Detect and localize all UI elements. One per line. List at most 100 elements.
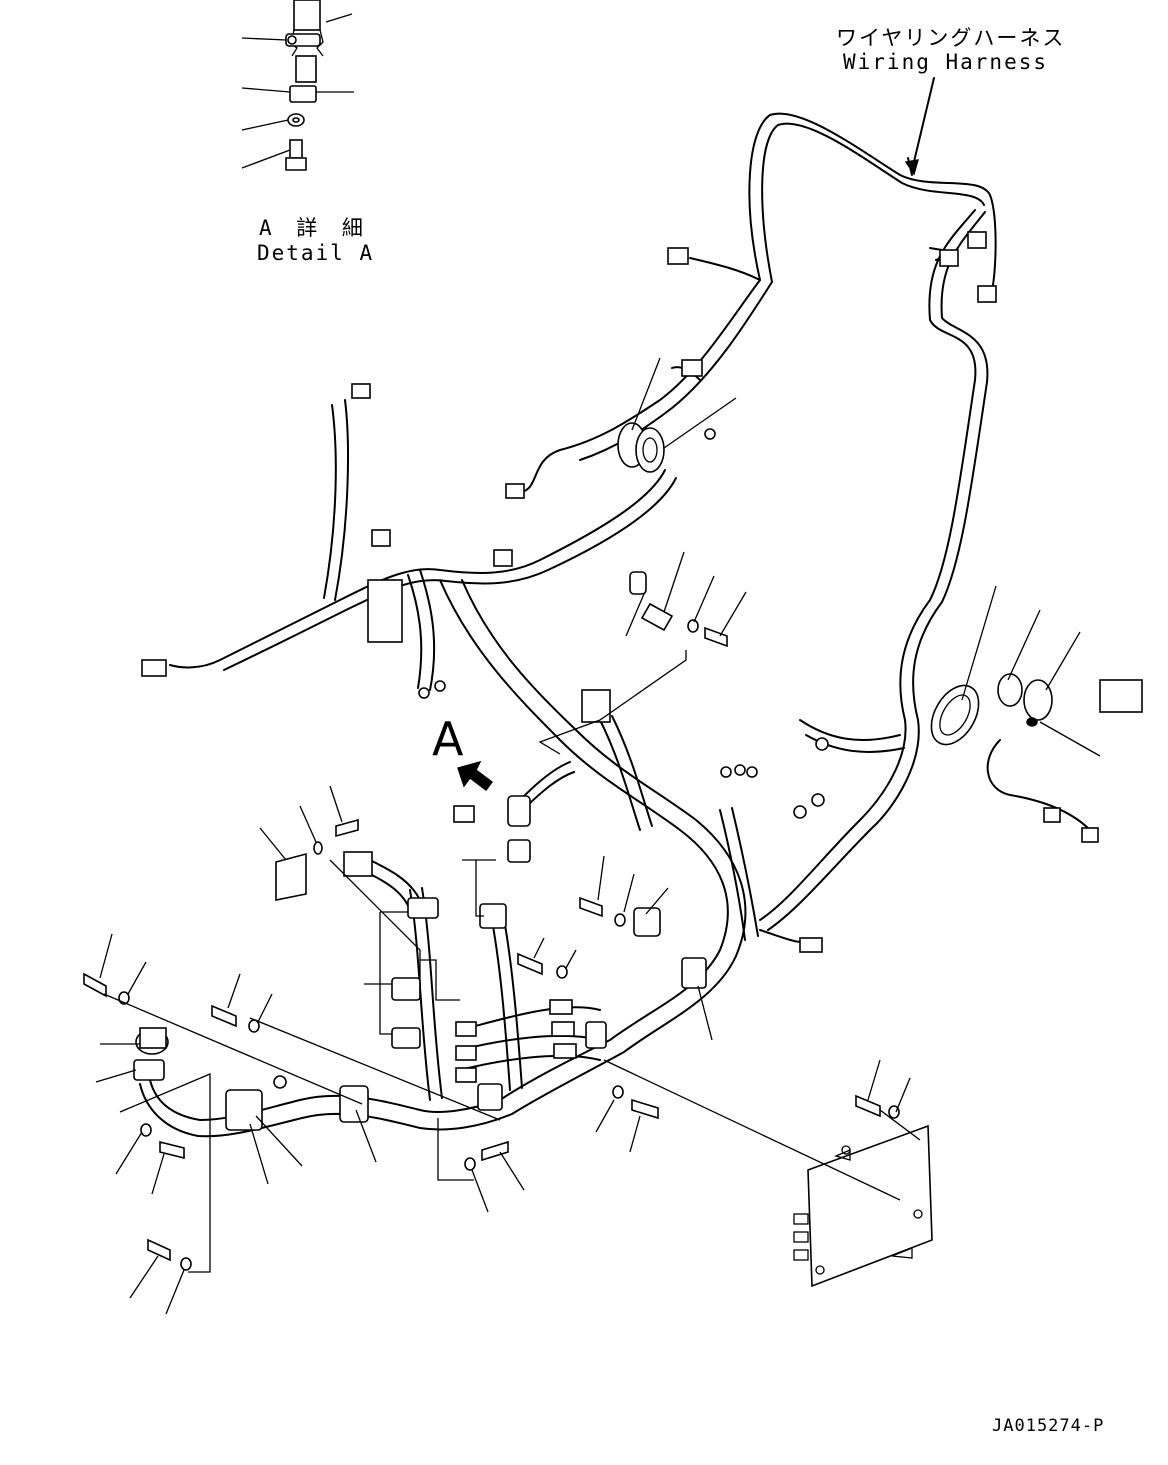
leader-bracket-lower-mid <box>437 1118 474 1181</box>
leader-bracket-lower-left <box>119 1073 211 1273</box>
ring-terminal-8 <box>793 805 807 819</box>
detail-a-clip <box>289 85 317 103</box>
right-cable <box>799 719 905 753</box>
grommet-right-large-inner <box>939 694 971 736</box>
clamp-loose <box>629 571 647 595</box>
leader-upper-parts <box>625 551 747 637</box>
ring-terminal-3 <box>704 428 716 440</box>
leader-left-bolts <box>99 933 273 1023</box>
leader-controller-bolt <box>867 1059 911 1113</box>
detail-a-harness-lower <box>295 55 317 83</box>
bolt-upper-left <box>335 818 359 838</box>
leader-center-parts <box>597 855 669 915</box>
leader-right-clamp <box>697 985 713 1041</box>
leader-clamp-group-left <box>364 911 408 1035</box>
assembly-line-controller <box>603 1059 921 1201</box>
washer-lower-left <box>140 1123 152 1137</box>
clamp-loose-2 <box>633 907 661 937</box>
controller-plate <box>807 1124 933 1288</box>
grommets <box>617 422 1053 746</box>
bolt-far-left <box>83 972 107 998</box>
right-descending-harness <box>759 209 977 921</box>
upper-harness-loop-inner <box>761 122 985 283</box>
connector-multi-1 <box>455 1021 477 1037</box>
detail-a-inset <box>241 0 354 171</box>
clamp-multi-bracket <box>585 1021 607 1049</box>
drawing-code: JA015274-P <box>992 1416 1105 1436</box>
center-branch <box>599 715 653 831</box>
controller-bracket <box>793 1124 933 1288</box>
harness-label-english: Wiring Harness <box>843 50 1049 74</box>
connector-grommet-left <box>505 483 525 499</box>
ring-terminal-4 <box>815 737 829 751</box>
leader-bottom-left <box>129 1255 185 1315</box>
central-harness-left-run-outer <box>223 477 677 671</box>
washer-center <box>614 913 626 927</box>
main-harness-run-outer <box>139 579 747 1138</box>
view-marker-label: A <box>432 712 464 766</box>
grommet-right-small <box>997 673 1023 707</box>
harness-label-arrow-line <box>911 77 935 171</box>
clamp-upper-left <box>407 897 439 919</box>
washer-left <box>248 1019 260 1033</box>
connector-far-left <box>141 659 167 677</box>
washer-lower-mid <box>464 1157 476 1171</box>
detail-a-bolt-head <box>285 157 307 171</box>
lower-right-branch <box>986 739 1091 831</box>
controller-slot-3 <box>793 1249 809 1261</box>
bolt-bottom-left <box>147 1238 171 1262</box>
bolt-center <box>579 896 603 918</box>
connector-upper-mid <box>681 359 703 377</box>
bolt-lower-left <box>159 1140 185 1160</box>
connector-multi-3 <box>455 1067 477 1083</box>
detail-a-clamp-hole <box>287 35 297 45</box>
washer-center-lower <box>556 965 568 979</box>
bolt-center-lower <box>517 952 543 976</box>
washer-upper-left <box>313 841 323 855</box>
detail-label-english: Detail A <box>257 241 375 265</box>
detail-a-harness-tube <box>293 0 321 31</box>
connector-upper-left <box>343 851 373 877</box>
bolt-upper <box>704 626 728 648</box>
connector-multi-5 <box>551 1021 575 1037</box>
ring-terminal-10 <box>273 1075 287 1089</box>
washer-lower-center <box>612 1085 624 1099</box>
leader-upper-left-bracket <box>259 785 343 861</box>
multi-connector-wires <box>459 1006 601 1071</box>
connector-multi-6 <box>553 1043 577 1059</box>
washer-upper <box>687 619 699 633</box>
ring-terminals <box>273 428 829 1089</box>
clamp-right-main <box>681 957 707 989</box>
grommet-right-ring <box>1023 679 1053 721</box>
controller-hole-2 <box>913 1209 923 1219</box>
grommet-lower-left-body <box>139 1027 167 1049</box>
connector-left-top <box>351 383 371 399</box>
grommet-upper-2-inner <box>642 437 658 463</box>
terminal-branch <box>719 807 759 941</box>
ring-terminal-9 <box>811 793 825 807</box>
connector-top-right-2 <box>967 231 987 249</box>
detail-a-washer-hole <box>292 117 300 123</box>
ring-terminal-5 <box>734 764 746 776</box>
bolt-controller <box>855 1094 881 1118</box>
leader-lower-center <box>595 1099 641 1153</box>
grommet-upper-2 <box>635 427 665 473</box>
bolt-lower-center <box>631 1098 659 1120</box>
washer-bottom-left <box>180 1257 192 1271</box>
bolt-left <box>211 1004 237 1028</box>
detail-a-leader-lines <box>241 13 354 169</box>
connector-center <box>581 689 611 723</box>
left-vertical-branch <box>323 399 349 601</box>
leader-lower-left-grommet <box>95 1043 140 1083</box>
wiring-harness-bundle <box>139 112 1091 1138</box>
connector-lower-right-2 <box>1081 827 1099 843</box>
ring-terminal-branch <box>407 569 436 691</box>
connector-center-top <box>493 549 513 567</box>
connector-left-mid <box>371 529 391 547</box>
connector-top-right-3 <box>977 285 997 303</box>
leader-right-grommets <box>961 585 1101 757</box>
view-arrow-a <box>457 760 493 791</box>
controller-hole-1 <box>815 1265 825 1275</box>
bracket-plate-left <box>275 852 307 901</box>
clamp-main-center <box>339 1085 369 1123</box>
